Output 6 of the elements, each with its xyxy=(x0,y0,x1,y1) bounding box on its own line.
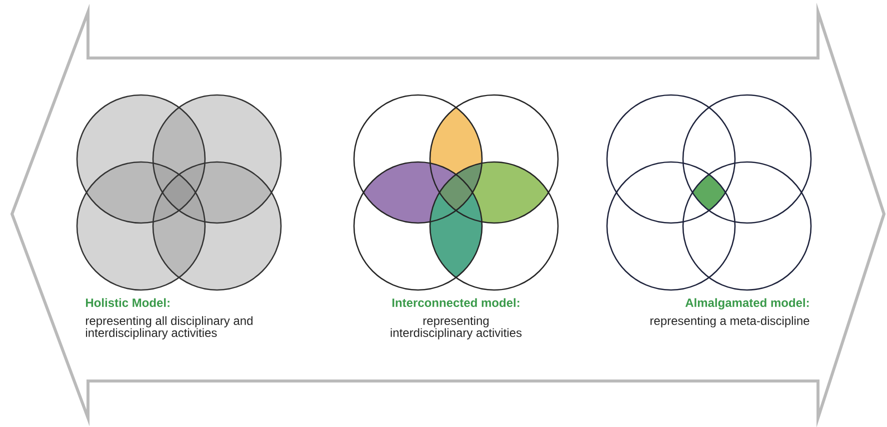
description-text: representing all disciplinary and interdisciplinary activities xyxy=(86,316,252,340)
description-text: representing a meta-discipline xyxy=(650,316,810,328)
heading-text: Interconnected model: xyxy=(392,298,520,307)
description-text: representing interdisciplinary activities xyxy=(390,316,522,340)
heading-text: Holistic Model: xyxy=(86,298,170,307)
heading-text: Almalgamated model: xyxy=(685,298,809,310)
